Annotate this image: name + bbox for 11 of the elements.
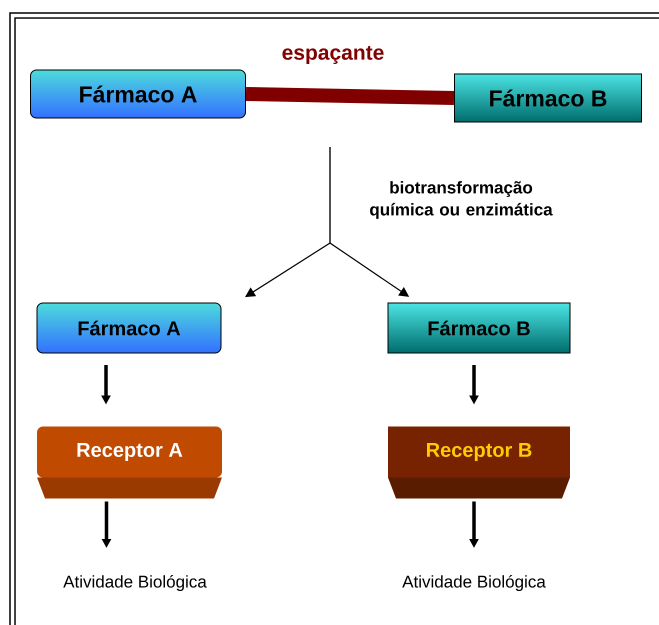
result-text: Atividade Biológica [63,575,207,592]
result-text: Atividade Biológica [402,575,546,592]
process-box: Fármaco B [388,302,570,354]
process-box: Fármaco A [30,70,246,118]
process-label: biotransformação química ou enzimática [370,181,553,219]
process-box: Fármaco A [36,302,222,354]
spacer-bar [246,87,454,105]
edge-label: espaçante [282,46,384,64]
process-box: Fármaco B [454,74,642,122]
receptor-block: Receptor B [388,426,570,498]
receptor-block: Receptor A [37,426,222,498]
